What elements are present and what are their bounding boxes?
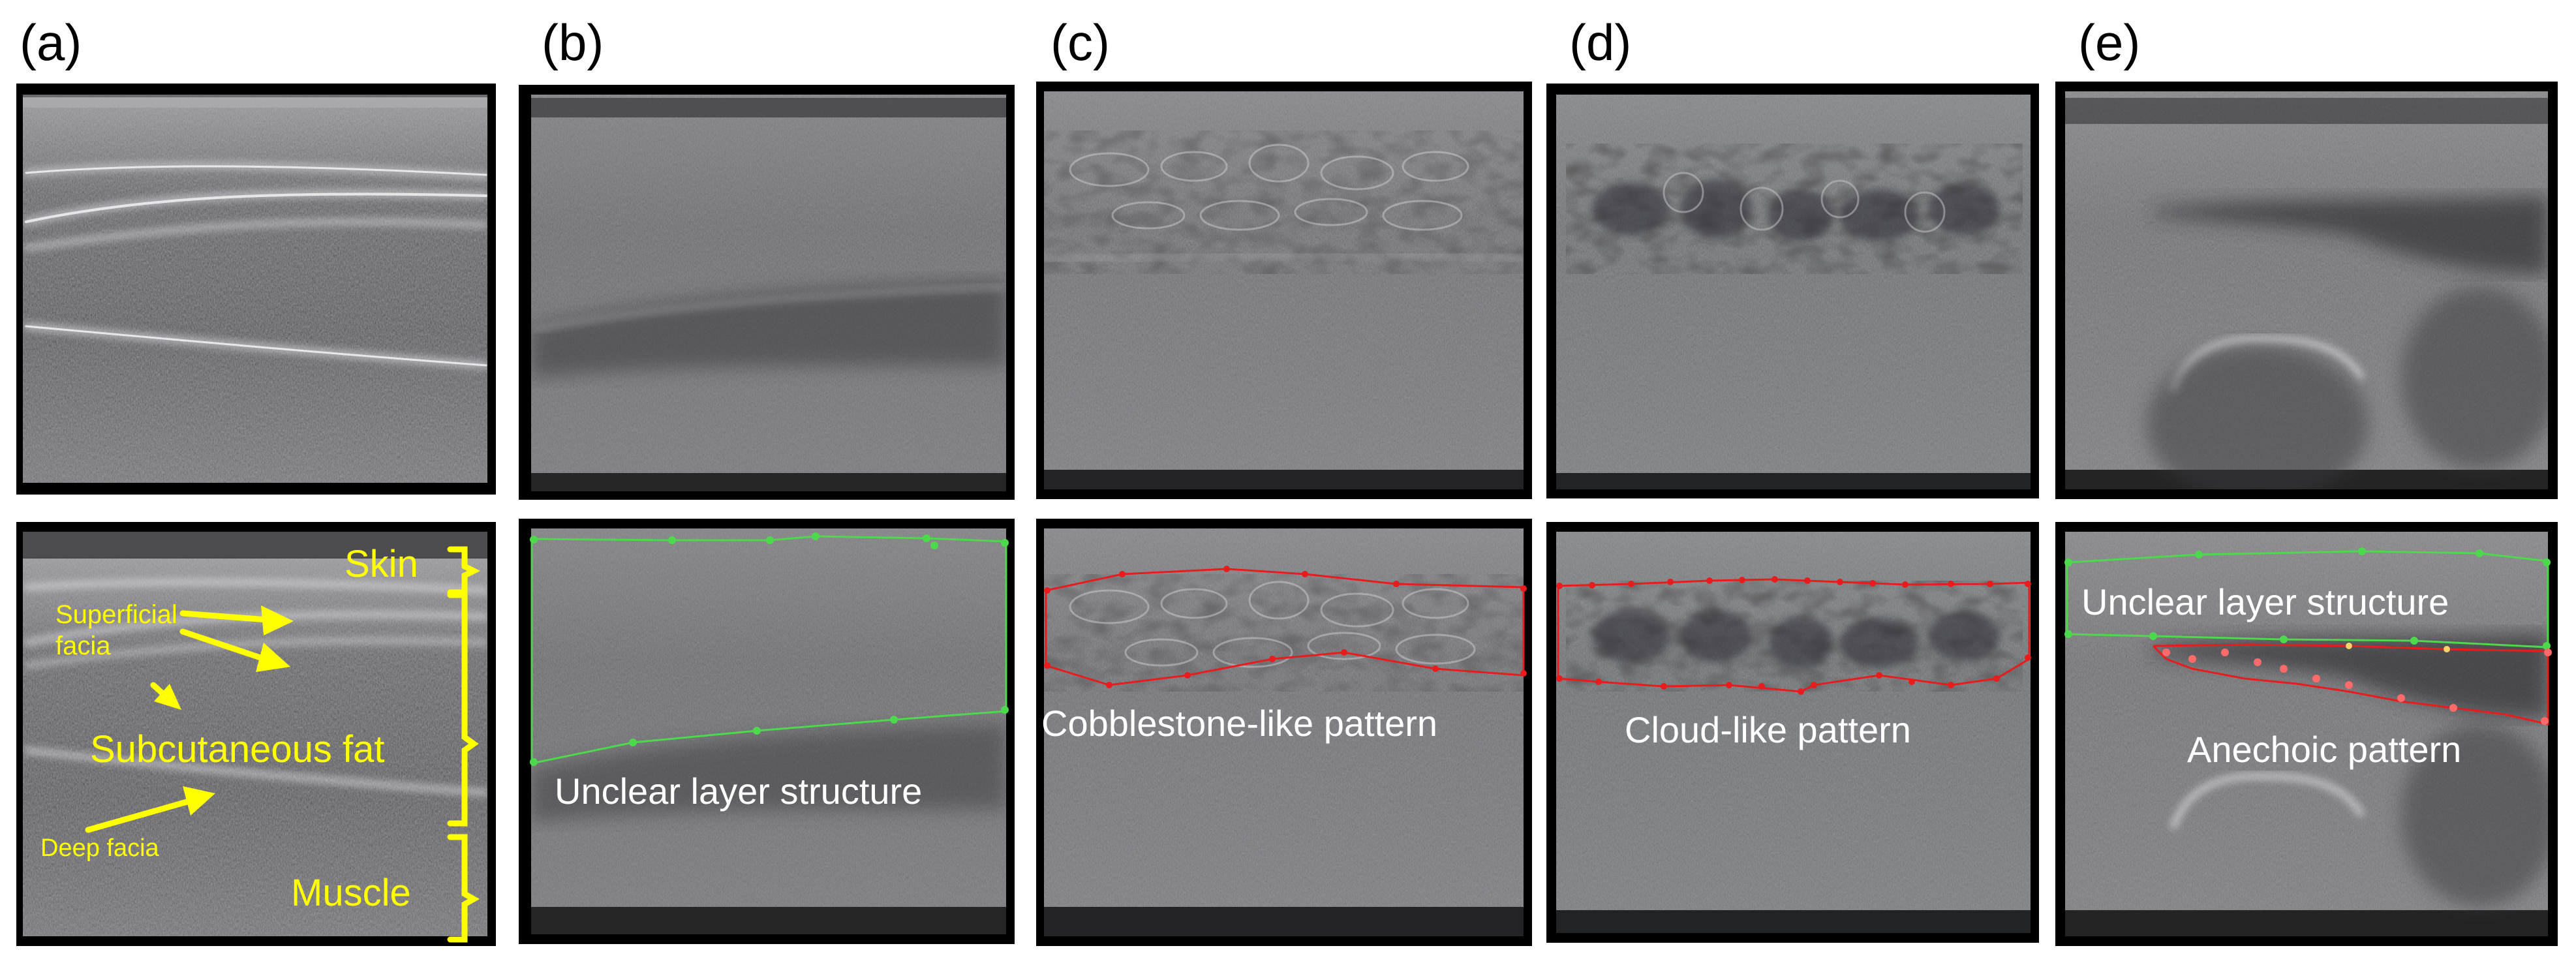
ultrasound-image-d-bottom	[1556, 532, 2031, 933]
arrow-head-superficial-1	[261, 605, 294, 635]
label-unclear-layer-e: Unclear layer structure	[2081, 581, 2449, 622]
panel-letter-d: (d)	[1569, 14, 1631, 71]
arrow-superficial-2	[179, 628, 268, 662]
ultrasound-image-a-top	[23, 95, 487, 487]
ultrasound-image-d-top	[1556, 95, 2031, 489]
label-superficial-line2: facia	[55, 632, 111, 660]
region-outline-e-red	[2152, 643, 2552, 726]
anatomy-annotations: Skin Superficial facia Subcutaneous fat …	[40, 543, 481, 943]
arrow-head-superficial-2	[256, 643, 290, 672]
ultrasound-image-a-bottom	[23, 532, 487, 956]
label-subcutaneous-fat: Subcutaneous fat	[90, 728, 384, 771]
panel-letter-e: (e)	[2078, 14, 2140, 71]
label-superficial-line1: Superficial	[55, 600, 177, 629]
arrow-deep-facia	[85, 798, 192, 833]
panel-letter-a: (a)	[20, 14, 82, 71]
ultrasound-image-b-top	[531, 95, 1006, 491]
label-muscle: Muscle	[291, 872, 411, 914]
region-outline-d	[1556, 576, 2031, 695]
arrow-head-subcutaneous	[154, 684, 181, 710]
panel-letter-b: (b)	[542, 14, 604, 71]
label-cloud-d: Cloud-like pattern	[1625, 709, 1911, 750]
arrow-head-deep-facia	[183, 786, 215, 816]
brace-muscle	[447, 834, 480, 943]
region-outline-e-green	[2064, 547, 2551, 650]
label-deep-facia: Deep facia	[40, 834, 160, 862]
panel-letter-c: (c)	[1050, 14, 1110, 71]
region-outline-c	[1044, 566, 1527, 688]
ultrasound-image-c-top	[1044, 91, 1524, 489]
arrow-superficial-1	[179, 610, 271, 623]
region-outline-b	[530, 532, 1009, 766]
label-skin: Skin	[345, 543, 418, 585]
ultrasound-image-c-bottom	[1044, 528, 1524, 936]
ultrasound-image-e-top	[2065, 91, 2548, 489]
ultrasound-image-e-bottom	[2065, 532, 2548, 936]
ultrasound-image-b-bottom	[531, 528, 1006, 934]
brace-subcutaneous	[447, 592, 479, 827]
label-unclear-layer-b: Unclear layer structure	[555, 771, 922, 812]
label-cobblestone-c: Cobblestone-like pattern	[1041, 703, 1437, 744]
label-anechoic-e: Anechoic pattern	[2187, 729, 2461, 770]
